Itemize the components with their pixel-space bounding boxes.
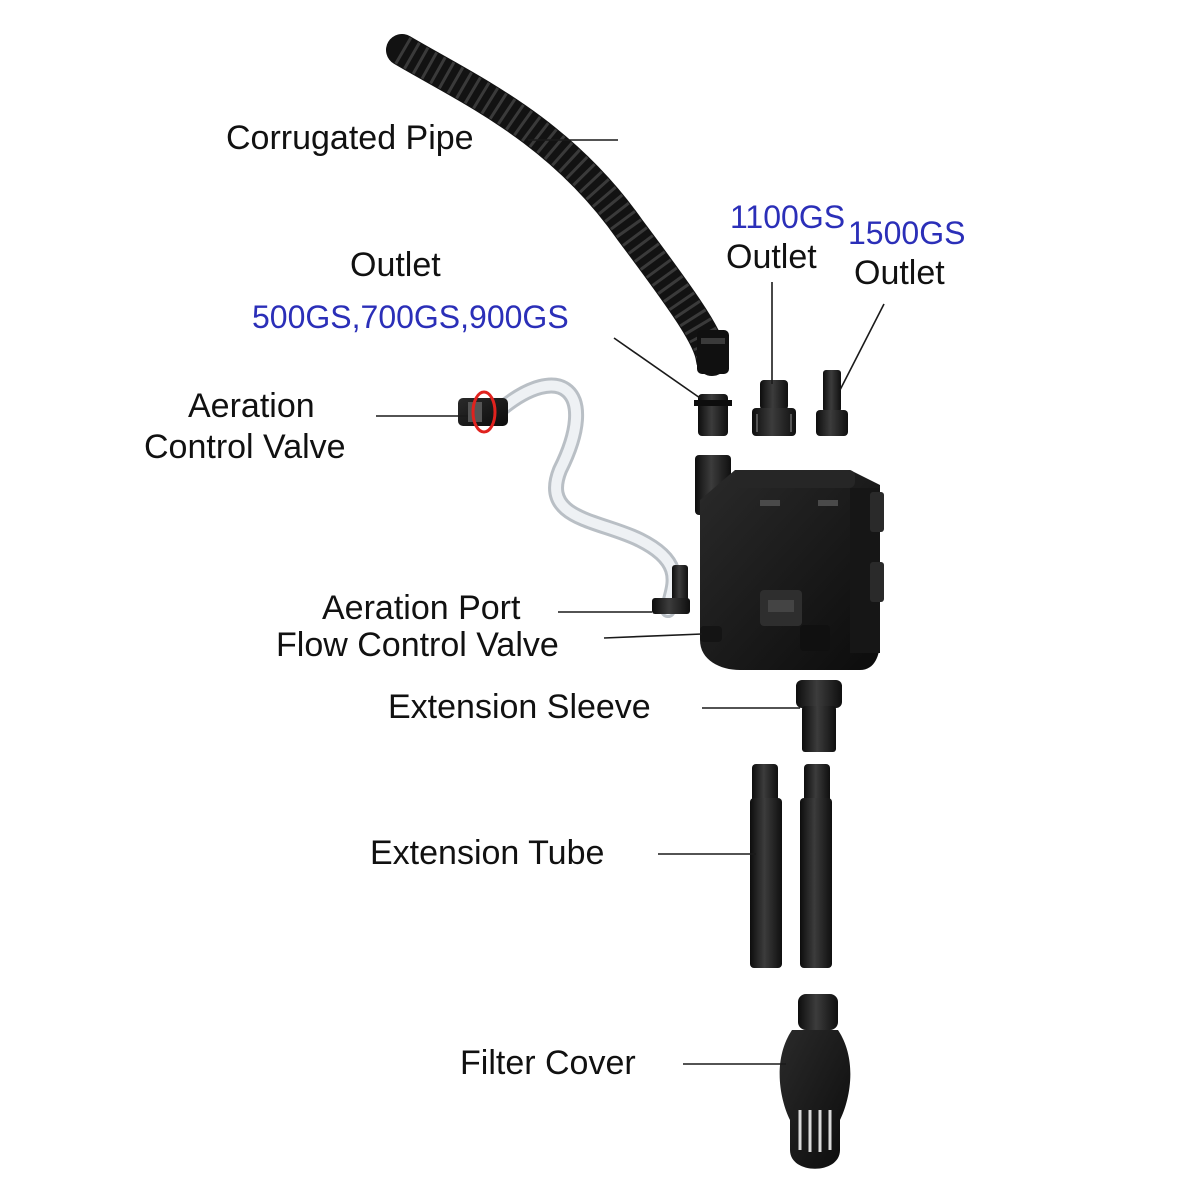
label-outlet-mid: Outlet: [726, 238, 817, 276]
pump-body: [652, 455, 884, 670]
label-aeration-control-valve-2: Control Valve: [144, 428, 346, 466]
aeration-tube: [492, 377, 682, 618]
label-filter-cover: Filter Cover: [460, 1044, 636, 1082]
leader-outlet-right: [839, 303, 885, 391]
leader-outlet-left: [613, 337, 701, 399]
label-extension-sleeve: Extension Sleeve: [388, 688, 651, 726]
label-outlet-left: Outlet: [350, 246, 441, 284]
label-outlet-right-model: 1500GS: [848, 215, 966, 251]
label-outlet-right: Outlet: [854, 254, 945, 292]
label-aeration-control-valve-1: Aeration: [188, 387, 315, 425]
outlet-nozzle-small: [694, 394, 732, 436]
label-aeration-port: Aeration Port: [322, 589, 521, 627]
label-flow-control-valve: Flow Control Valve: [276, 626, 559, 664]
aeration-control-valve: [458, 390, 508, 434]
extension-sleeve: [796, 680, 842, 752]
label-outlet-left-models: 500GS,700GS,900GS: [252, 299, 569, 335]
label-extension-tube: Extension Tube: [370, 834, 605, 872]
leader-lines: [376, 139, 885, 1065]
label-corrugated-pipe: Corrugated Pipe: [226, 119, 474, 157]
leader-flow-valve: [603, 633, 703, 639]
outlet-nozzle-1100gs: [752, 380, 796, 436]
outlet-nozzle-1500gs: [816, 370, 848, 436]
filter-cover: [779, 994, 851, 1169]
corrugated-pipe: [386, 34, 729, 376]
extension-tube: [750, 764, 832, 968]
label-outlet-mid-model: 1100GS: [730, 199, 846, 235]
